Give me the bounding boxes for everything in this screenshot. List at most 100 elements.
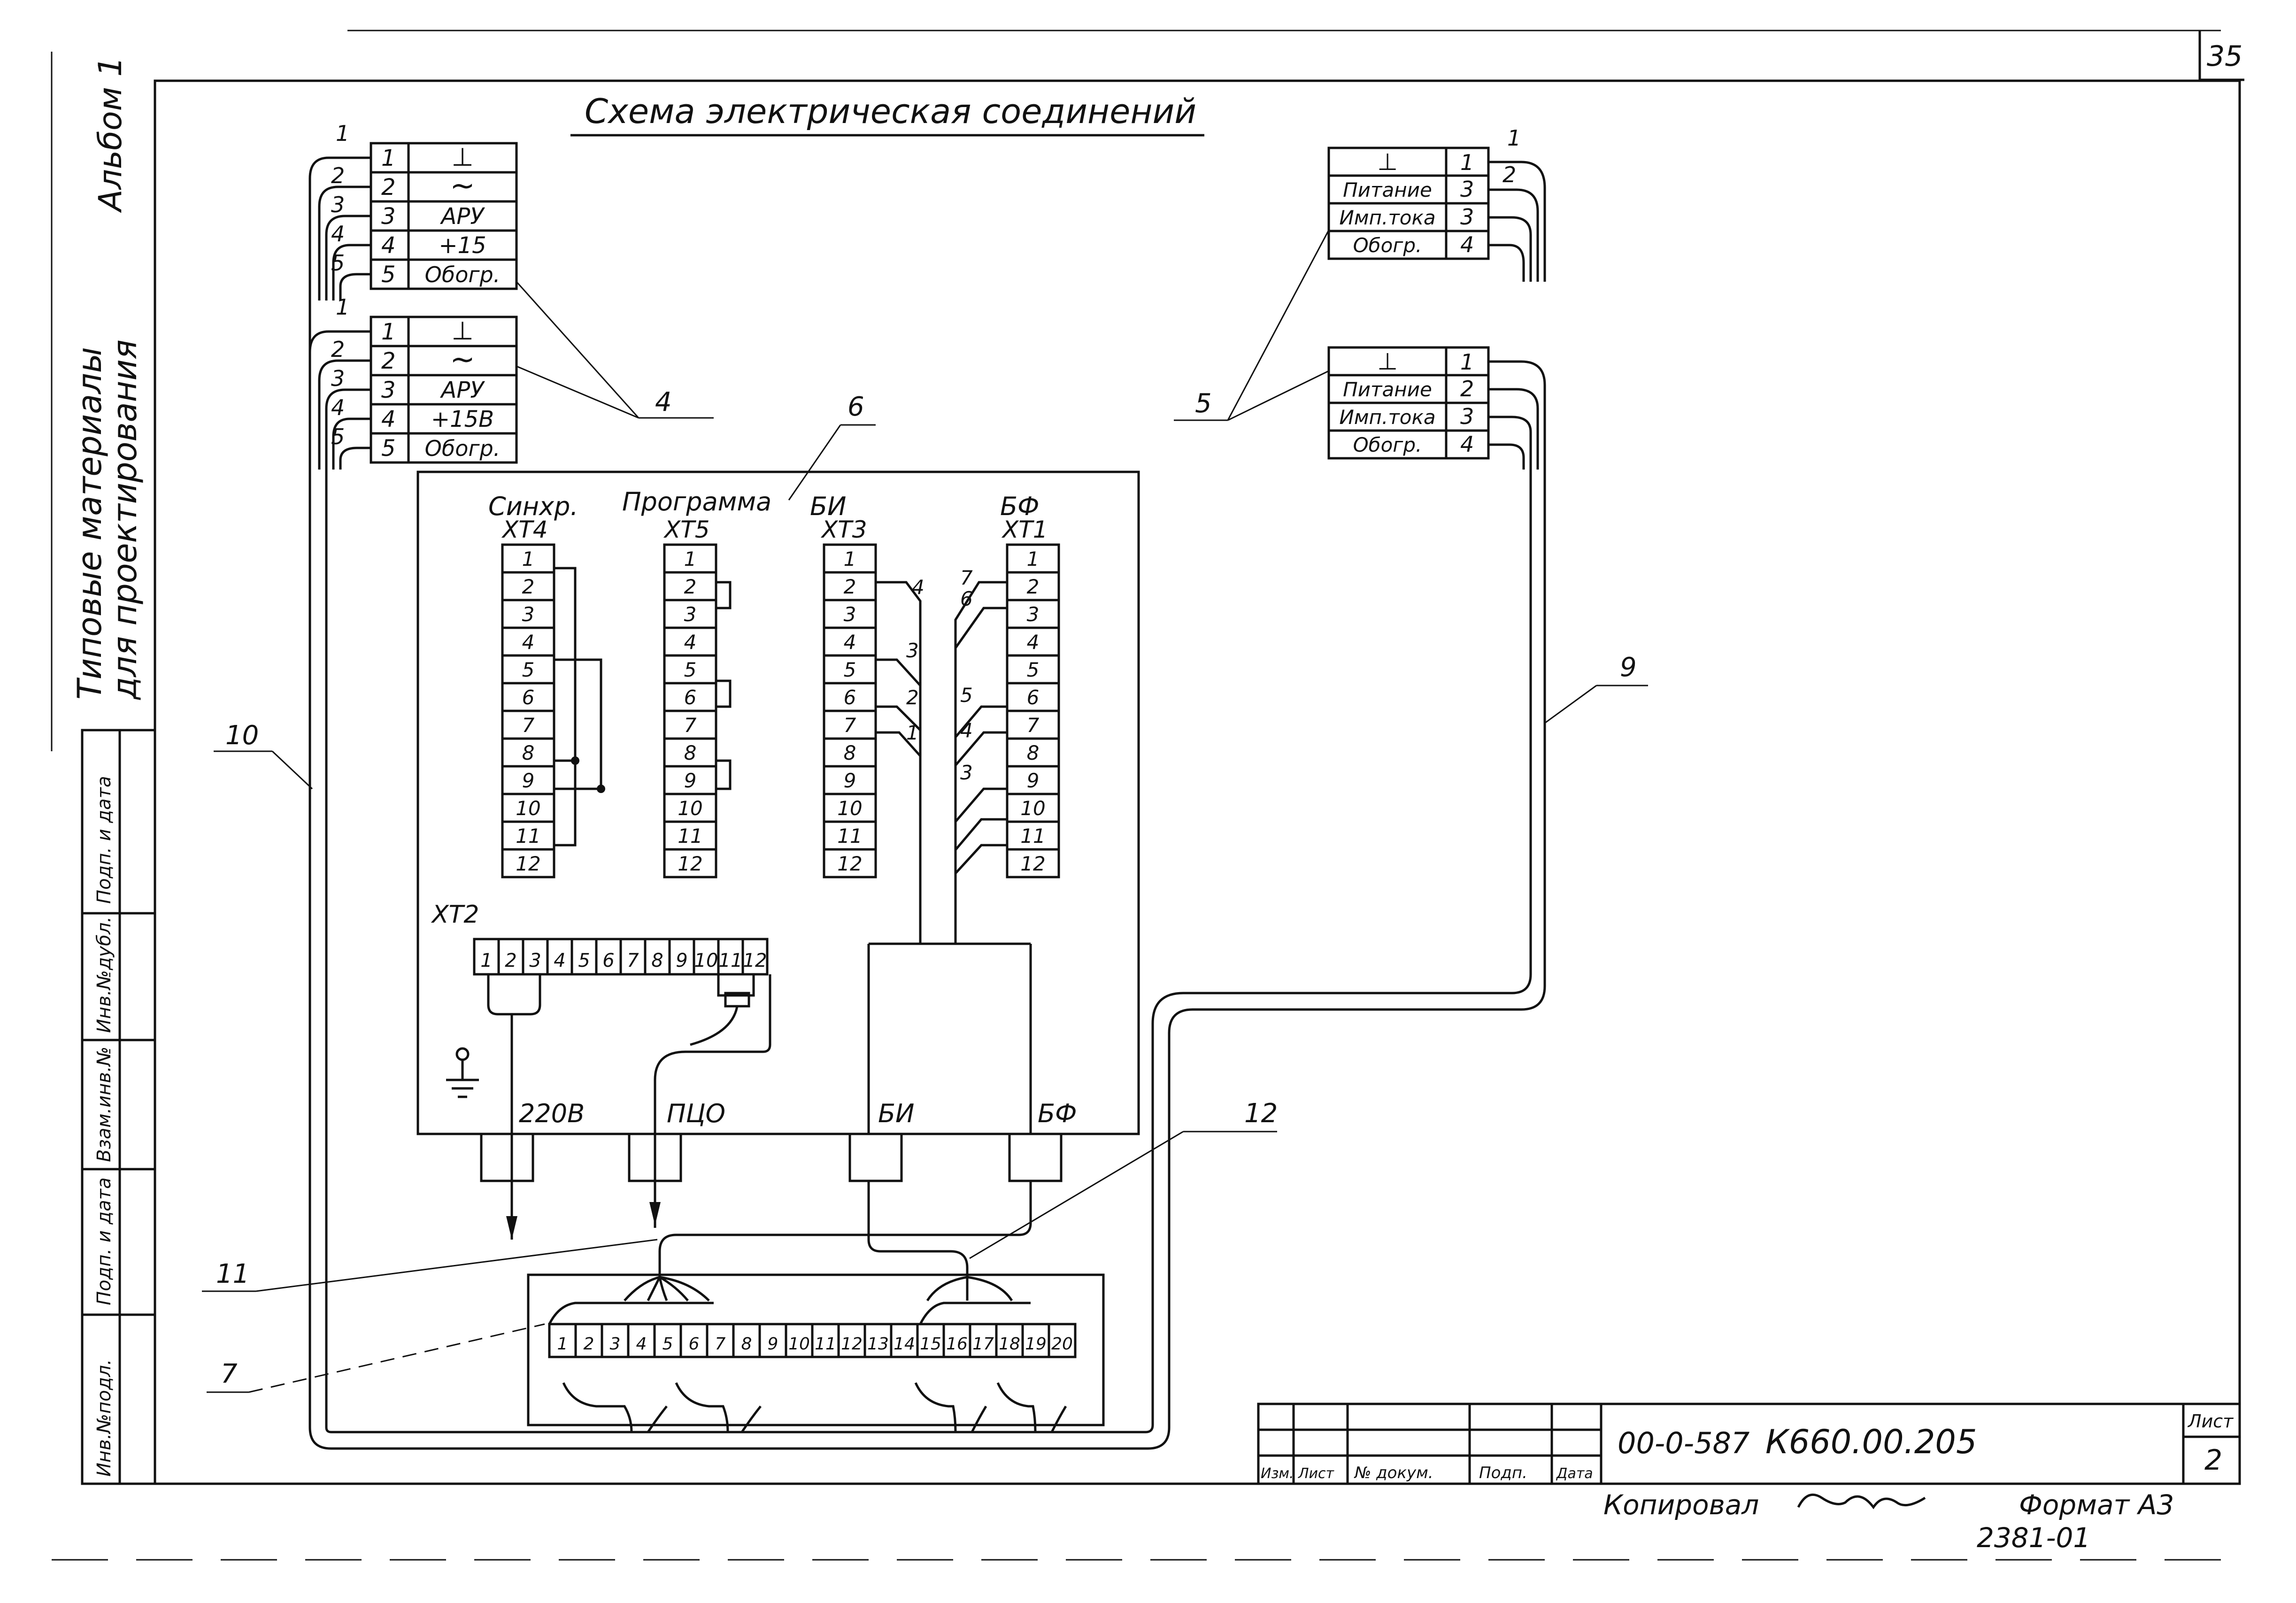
tb7-terminal-number: 14 xyxy=(894,1334,915,1354)
tb7-terminal xyxy=(942,1323,971,1358)
sensor-a-wire-label-2: 2 xyxy=(331,163,345,188)
xt4-terminal-number: 4 xyxy=(522,631,535,654)
sensor-a-term-4: 4 xyxy=(381,232,396,259)
xt5-terminal xyxy=(663,599,717,629)
tb7-terminal-number: 9 xyxy=(768,1334,778,1354)
tb7-terminal-number: 6 xyxy=(689,1334,700,1354)
xt3-wire-label-2: 3 xyxy=(906,639,919,662)
xt5-terminal-number: 9 xyxy=(684,769,697,792)
xt3-wire-bundle xyxy=(876,581,922,944)
xt2-terminal-number: 12 xyxy=(743,950,767,971)
xt1-wire-label-2: 6 xyxy=(960,587,973,610)
tb7-terminal xyxy=(969,1323,998,1358)
xt4-terminal xyxy=(501,820,555,851)
xt5-terminal-number: 7 xyxy=(684,714,697,737)
xt4-terminal-number: 3 xyxy=(522,603,535,626)
gland-pco xyxy=(628,1133,682,1182)
sensor-c-label-4: Обогр. xyxy=(1353,234,1422,257)
xt4-terminal-number: 5 xyxy=(522,658,535,681)
stamp-col-2: Подп. и дата xyxy=(93,1178,115,1305)
sensor-a-term-5: 5 xyxy=(381,262,396,288)
sensor-d-term-3: 3 xyxy=(1460,404,1474,429)
sensor-b-wire-label-2: 2 xyxy=(331,337,345,362)
terminal-block-7 xyxy=(527,1273,1105,1426)
sensor-b-label-5: Обогр. xyxy=(425,436,501,461)
xt3-name: ХТ3 xyxy=(820,516,867,543)
sensor-b-label-1: ⊥ xyxy=(451,316,473,346)
sensor-d-label-2: Питание xyxy=(1343,378,1432,401)
xt1-wire-label-5: 3 xyxy=(960,761,973,784)
sensor-c-wire-label-2: 2 xyxy=(1502,162,1516,187)
sensor-a-term-3: 3 xyxy=(381,203,396,230)
sensor-b-term-4: 4 xyxy=(381,406,396,432)
gland-bi xyxy=(848,1133,903,1182)
xt2-terminal xyxy=(570,938,598,976)
sensor-d-label-3: Имп.тока xyxy=(1339,406,1435,429)
sensor-c-label-1: ⊥ xyxy=(1377,148,1398,176)
xt4-terminal-number: 6 xyxy=(522,686,535,709)
copier-signature-icon xyxy=(1797,1493,1926,1510)
xt1-terminal-number: 4 xyxy=(1027,631,1040,654)
xt3-caption: БИ xyxy=(810,492,846,521)
sensor-b-term-5: 5 xyxy=(381,435,396,462)
xt3-terminal xyxy=(823,848,877,879)
sensor-b-wire-label-3: 3 xyxy=(331,366,345,391)
xt3-terminal-number: 4 xyxy=(844,631,856,654)
xt2-terminal-number: 6 xyxy=(602,950,614,971)
xt2-terminal xyxy=(717,938,744,976)
tb7-terminal-number: 19 xyxy=(1025,1334,1047,1354)
xt4-caption: Синхр. xyxy=(488,492,578,521)
sensor-a-label-3: АРУ xyxy=(439,203,485,230)
xt3-terminal-number: 2 xyxy=(844,575,856,598)
xt3-terminal xyxy=(823,626,877,657)
sensor-c-wire-label-1: 1 xyxy=(1507,125,1521,151)
callout-5: 5 xyxy=(1195,388,1212,419)
cable-11-fanout xyxy=(624,1276,710,1302)
materials-line-1: Типовые материалы xyxy=(70,347,109,700)
sensor-b-term-2: 2 xyxy=(381,348,396,374)
xt5-terminal-number: 5 xyxy=(684,658,697,681)
tb-col-izm: Изм. xyxy=(1261,1465,1294,1482)
xt1-caption: БФ xyxy=(1000,492,1040,521)
xt4-terminal-number: 9 xyxy=(522,769,535,792)
xt5-terminal-number: 11 xyxy=(678,825,702,848)
xt1-wire-label-3: 5 xyxy=(960,684,973,707)
xt2-terminal-number: 8 xyxy=(651,950,663,971)
sensor-b-label-3: АРУ xyxy=(439,377,485,403)
sensor-a-label-1: ⊥ xyxy=(451,142,473,172)
callout-4: 4 xyxy=(655,387,672,417)
xt3-terminal xyxy=(823,709,877,740)
tb-doc-number: К660.00.205 xyxy=(1765,1423,1977,1461)
sensor-b-wire-label-5: 5 xyxy=(331,424,345,449)
xt3-terminal-number: 1 xyxy=(844,547,856,570)
callout-12: 12 xyxy=(1244,1098,1278,1129)
xt5-terminal-number: 10 xyxy=(678,797,702,820)
tb7-terminal-number: 20 xyxy=(1051,1334,1073,1354)
xt1-terminal-number: 11 xyxy=(1020,825,1045,848)
xt2-terminal-number: 10 xyxy=(694,950,718,971)
sensor-c-term-1: 1 xyxy=(1460,150,1474,175)
gland-220v xyxy=(480,1133,534,1182)
stamp-col-5: Подп. и дата xyxy=(93,776,115,904)
xt4-terminal xyxy=(501,765,555,795)
sensor-b-term-3: 3 xyxy=(381,377,396,403)
xt2-terminal-number: 7 xyxy=(627,950,639,971)
xt4-terminal xyxy=(501,737,555,768)
tb7-terminal xyxy=(601,1323,630,1358)
tb7-terminal-number: 5 xyxy=(663,1334,673,1354)
materials-line-2: для проектирования xyxy=(106,339,144,700)
xt1-terminal-number: 1 xyxy=(1027,547,1040,570)
stamp-col-1: Инв.№подл. xyxy=(93,1359,115,1477)
sensor-c-term-4: 4 xyxy=(1460,232,1474,257)
xt3-terminal-number: 8 xyxy=(844,741,856,764)
tb7-terminal-number: 16 xyxy=(946,1334,968,1354)
callout-4-leader-1 xyxy=(516,281,639,419)
xt3-terminal xyxy=(823,599,877,629)
sensor-a-label-5: Обогр. xyxy=(425,262,501,287)
xt1-terminal xyxy=(1006,765,1060,795)
sensor-c-term-3: 3 xyxy=(1460,204,1474,230)
xt3-terminal-number: 12 xyxy=(837,852,862,875)
xt5-caption: Программа xyxy=(622,487,771,516)
